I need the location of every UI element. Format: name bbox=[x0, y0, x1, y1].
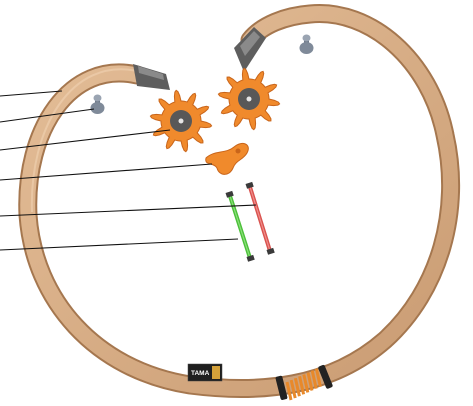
lever-plate bbox=[206, 143, 249, 174]
mount-pin-right bbox=[300, 35, 314, 55]
gear-axle bbox=[179, 119, 184, 124]
tension-rod-red bbox=[246, 182, 275, 255]
end-cap-left bbox=[133, 64, 170, 90]
gear-wheel-right bbox=[218, 68, 279, 129]
mount-pin-left bbox=[91, 95, 105, 115]
callout-line-hose bbox=[0, 91, 62, 96]
brand-tag: TAMA bbox=[188, 364, 222, 381]
gear-wheel-left bbox=[150, 90, 211, 151]
tension-rod-green bbox=[226, 191, 255, 262]
brand-label: TAMA bbox=[191, 370, 210, 377]
hose-ring bbox=[28, 14, 451, 389]
callout-line-gear bbox=[0, 130, 170, 150]
end-cap-right bbox=[234, 27, 266, 72]
callout-line-red-rod bbox=[0, 205, 256, 216]
gear-axle bbox=[247, 97, 252, 102]
